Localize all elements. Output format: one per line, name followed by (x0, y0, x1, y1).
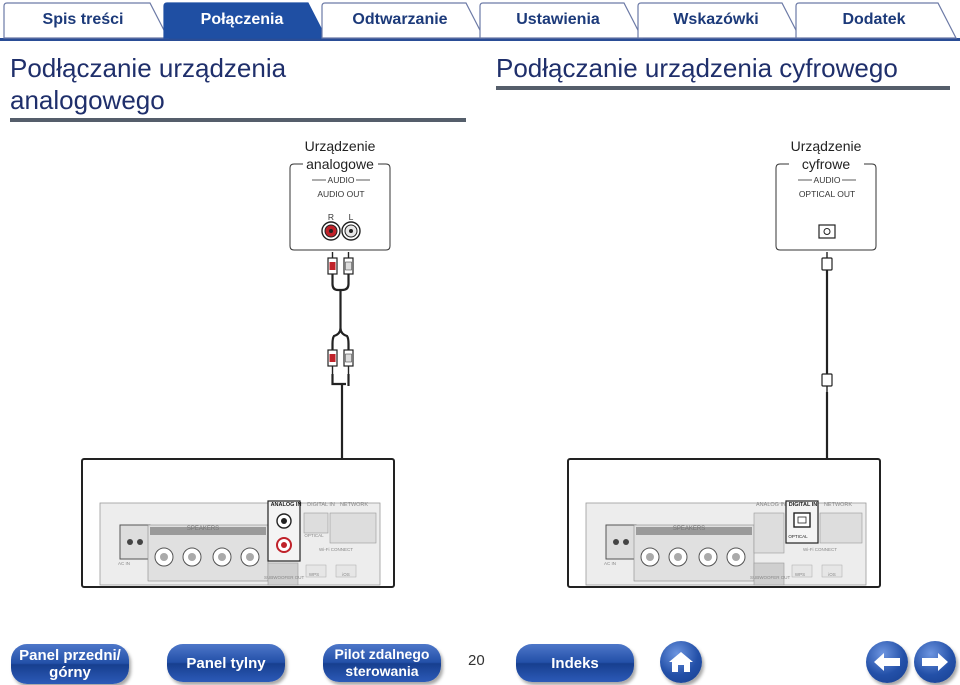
analog-title-rule (10, 118, 466, 122)
analog-audio-out-label: AUDIO OUT (317, 189, 365, 199)
digital-optical-out-label: OPTICAL OUT (798, 189, 856, 199)
tab-connections[interactable]: Połączenia (200, 11, 284, 28)
tab-playback[interactable]: Odtwarzanie (352, 11, 448, 28)
arrow-right-icon (922, 653, 948, 671)
analog-device-caption: Urządzenie analogowe (304, 138, 376, 172)
rear-digital-in-label-b: DIGITAL IN (788, 502, 818, 508)
rear-ios-label-a: iOS (342, 572, 350, 577)
arrow-left-icon (874, 653, 900, 671)
rear-optical-label-b: OPTICAL (788, 534, 808, 539)
rear-ac-in-label-a: AC IN (117, 561, 130, 566)
tab-appendix[interactable]: Dodatek (842, 11, 906, 28)
rear-analog-in-label-b: ANALOG IN (756, 502, 786, 508)
tab-settings[interactable]: Ustawienia (516, 11, 600, 28)
rear-speakers-label-b: SPEAKERS (672, 526, 706, 532)
page-number: 20 (468, 652, 485, 669)
rear-panel-digital (567, 458, 881, 588)
rear-wps-label-a: WPS (308, 572, 320, 577)
rear-digital-in-label-a: DIGITAL IN (307, 502, 335, 508)
rear-ios-label-b: iOS (828, 572, 836, 577)
rear-subwoofer-label-a: SUBWOOFER OUT (264, 575, 305, 580)
rear-speakers-label-a: SPEAKERS (186, 526, 220, 532)
rear-network-label-a: NETWORK (339, 502, 369, 508)
rear-panel-analog (81, 458, 395, 588)
home-button[interactable] (660, 641, 702, 683)
digital-audio-label: AUDIO (813, 175, 841, 185)
digital-device-caption: Urządzenie cyfrowe (790, 138, 862, 172)
digital-title-rule (496, 86, 950, 90)
analog-audio-label: AUDIO (327, 175, 355, 185)
home-icon (669, 652, 693, 672)
tab-tips[interactable]: Wskazówki (673, 11, 759, 28)
rear-optical-label-a: OPTICAL (304, 533, 324, 538)
rear-ac-in-label-b: AC IN (603, 561, 616, 566)
index-button[interactable]: Indeks (516, 644, 634, 682)
forward-button[interactable] (914, 641, 956, 683)
rear-subwoofer-label-b: SUBWOOFER OUT (750, 575, 791, 580)
rear-wifi-label-b: Wi-Fi CONNECT (803, 547, 837, 552)
analog-device-box (289, 163, 391, 251)
digital-section-title: Podłączanie urządzenia cyfrowego (496, 53, 898, 83)
rear-wps-label-b: WPS (794, 572, 806, 577)
tab-contents[interactable]: Spis treści (42, 11, 124, 28)
analog-l-label: L (348, 212, 354, 222)
analog-section-title: Podłączanie urządzenia analogowego (10, 53, 287, 115)
top-tab-bar: Spis treści Połączenia Odtwarzanie Ustaw… (0, 0, 960, 42)
rear-panel-button[interactable]: Panel tylny (167, 644, 285, 682)
rear-analog-in-label: ANALOG IN (270, 502, 302, 508)
remote-control-button[interactable]: Pilot zdalnego sterowania (323, 644, 441, 682)
digital-device-box (775, 163, 877, 251)
tab-bar-shapes (0, 2, 960, 41)
front-panel-button[interactable]: Panel przedni/ górny (11, 644, 129, 684)
rear-wifi-label-a: Wi-Fi CONNECT (319, 547, 353, 552)
analog-r-label: R (327, 212, 335, 222)
rear-network-label-b: NETWORK (823, 502, 853, 508)
back-button[interactable] (866, 641, 908, 683)
